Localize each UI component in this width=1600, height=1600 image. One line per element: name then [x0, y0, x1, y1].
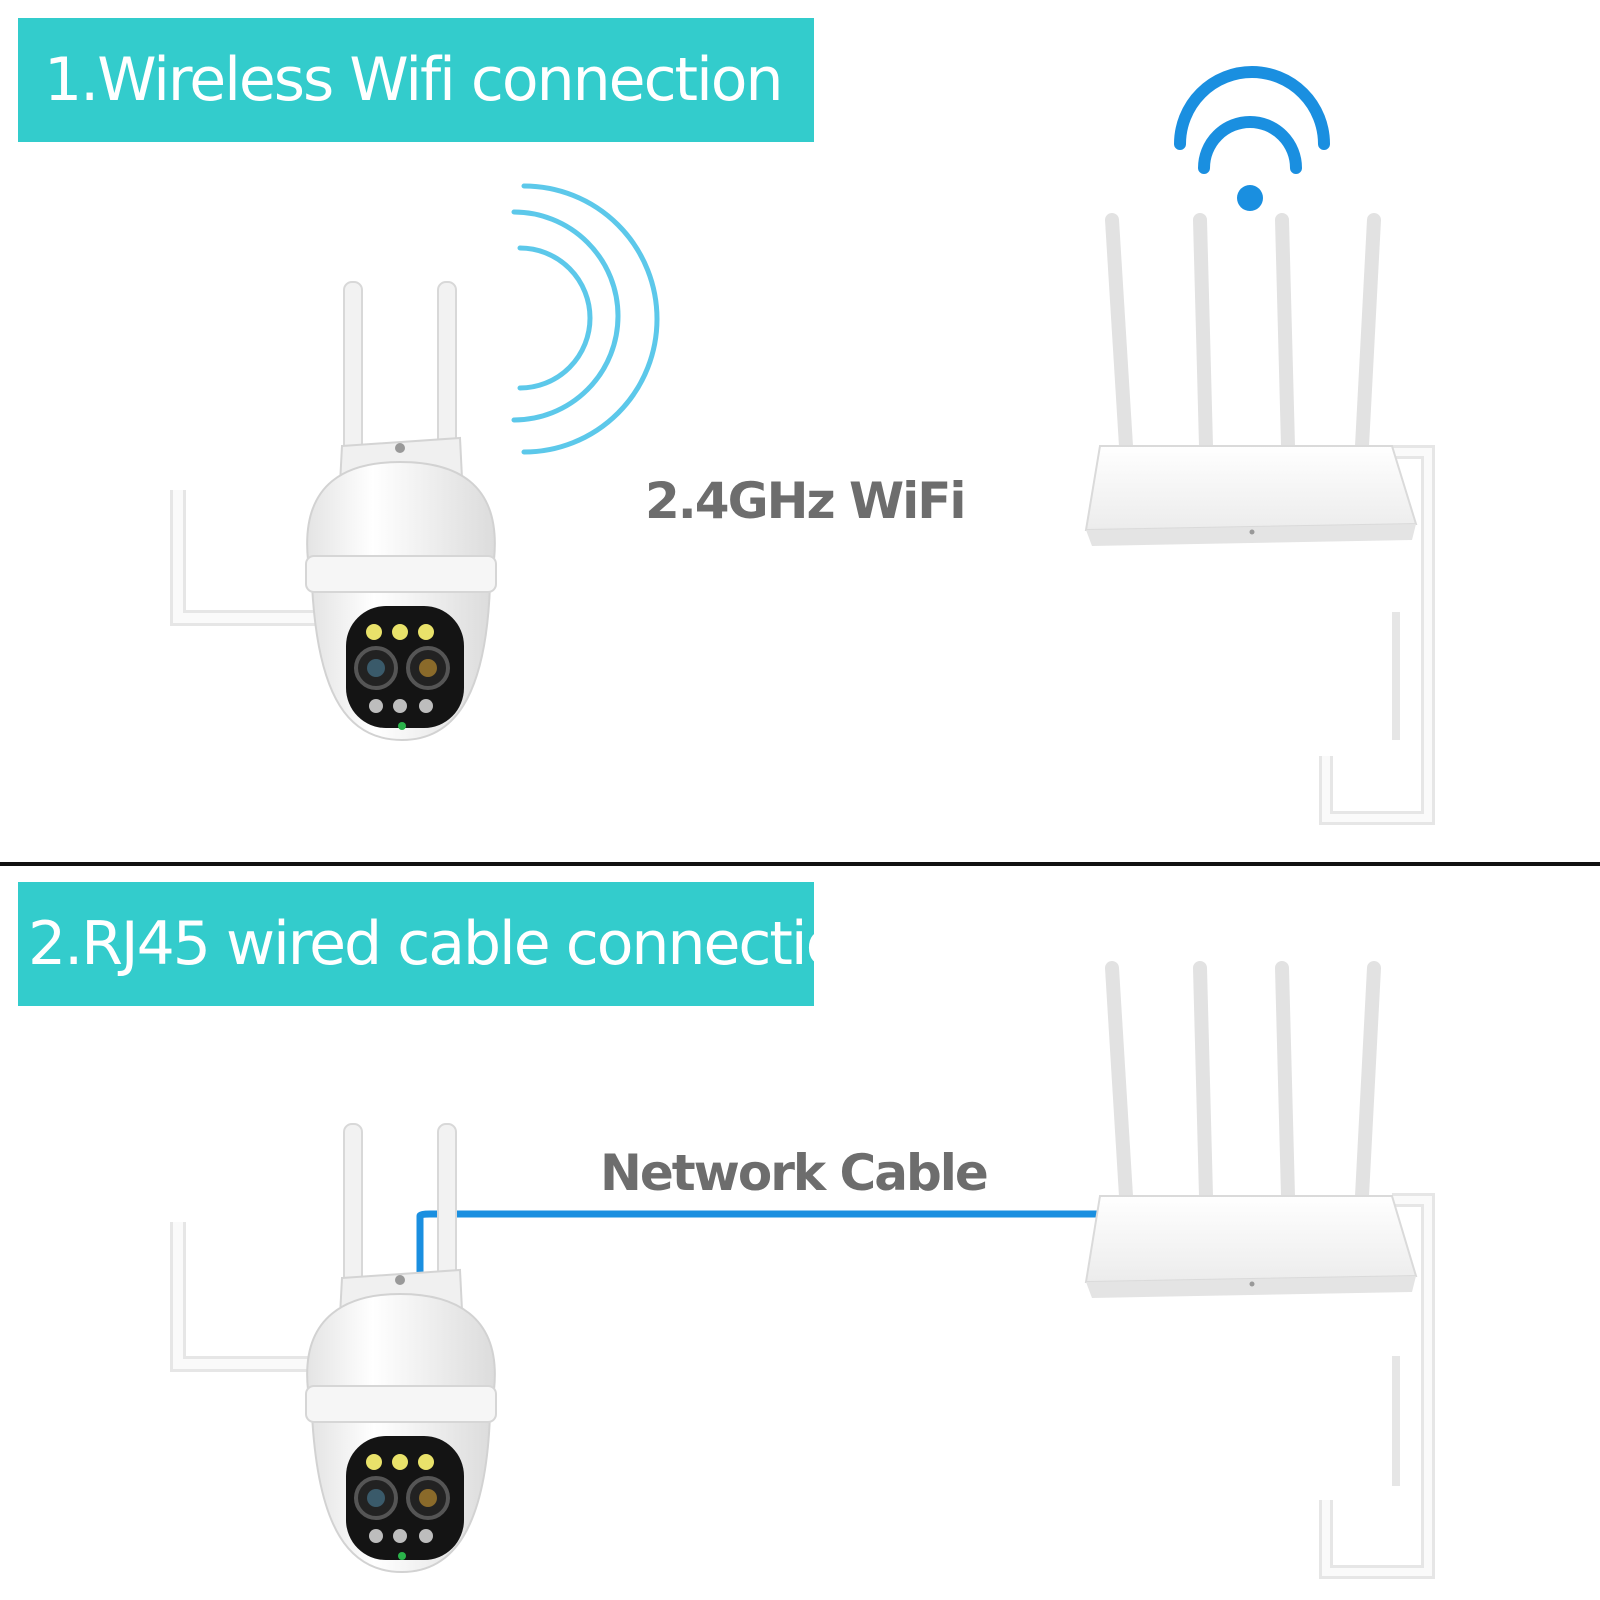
- wifi-dot: [1237, 185, 1263, 211]
- wired-banner-text: 2.RJ45 wired cable connection: [28, 909, 878, 979]
- camera-icon: [170, 281, 497, 742]
- wireless-banner: 1.Wireless Wifi connection: [18, 18, 814, 142]
- section-divider: [0, 862, 1600, 866]
- wifi-signal-icon: [1174, 66, 1330, 174]
- wired-section: 2.RJ45 wired cable connection Network Ca…: [0, 866, 1600, 1600]
- wireless-diagram: [170, 66, 1435, 825]
- cable-label: Network Cable: [600, 1144, 989, 1202]
- wireless-section: 1.Wireless Wifi connection 2.4GHz WiFi: [18, 18, 1435, 825]
- camera-icon: [170, 1123, 497, 1574]
- cable-icon: [416, 1210, 1102, 1276]
- wifi-label: 2.4GHz WiFi: [645, 472, 967, 530]
- wireless-banner-text: 1.Wireless Wifi connection: [44, 45, 783, 115]
- router-icon: [1084, 213, 1435, 825]
- wired-diagram: [170, 961, 1435, 1579]
- signal-waves-icon: [511, 183, 660, 455]
- router-icon: [1084, 961, 1435, 1579]
- wired-banner: 2.RJ45 wired cable connection: [18, 882, 878, 1006]
